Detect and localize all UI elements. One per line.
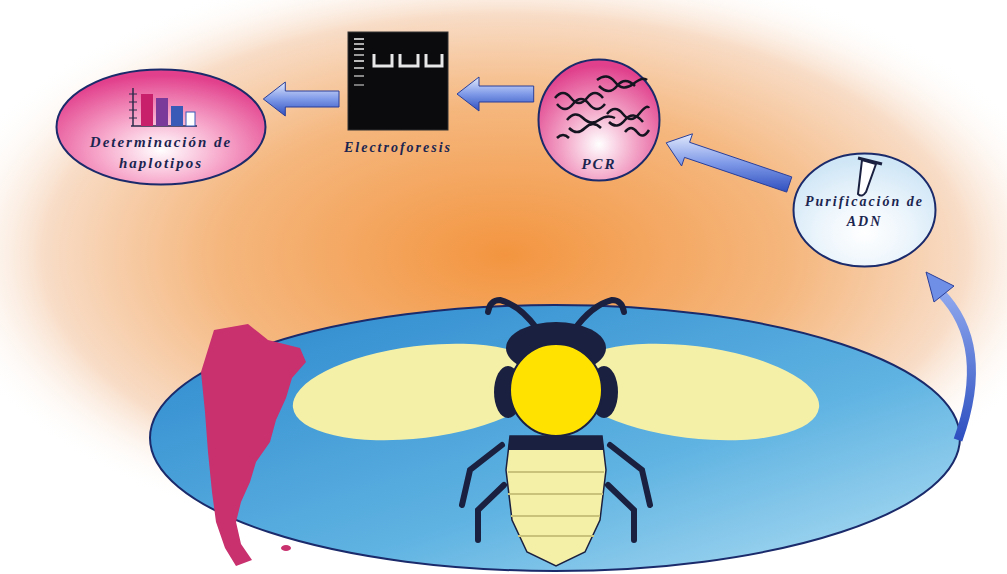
curved-arrow xyxy=(940,292,971,440)
circle-fill xyxy=(57,70,266,185)
circle-fill xyxy=(794,154,936,267)
gel-bands xyxy=(348,32,448,130)
leg xyxy=(478,485,504,540)
abdomen-stripes xyxy=(508,472,604,536)
left-antenna xyxy=(488,300,538,330)
argentina-map xyxy=(201,324,306,566)
block-arrow xyxy=(666,134,792,192)
tube-icon xyxy=(858,158,882,196)
block-arrow xyxy=(263,82,339,116)
gel-image: Electroforesis xyxy=(330,32,466,164)
dna-strands xyxy=(555,76,649,138)
islands xyxy=(281,545,291,551)
bee-thorax xyxy=(510,344,602,436)
node-label: Determinación de haplotipos xyxy=(81,132,241,174)
bee-abdomen xyxy=(506,436,606,566)
pcr-circle: PCR xyxy=(537,58,661,182)
right-antenna xyxy=(574,300,624,330)
node-label: Electroforesis xyxy=(330,138,466,158)
abdomen-band xyxy=(508,436,604,450)
analysis-circle: Determinación de haplotipos xyxy=(55,68,267,186)
block-arrow xyxy=(457,77,534,111)
node-label: PCR xyxy=(554,154,644,175)
curved-arrow-head xyxy=(926,272,954,302)
purification-circle: Purificación de ADN xyxy=(792,152,937,268)
bar-chart-icon xyxy=(129,88,197,126)
circle-outline xyxy=(792,152,937,268)
leg xyxy=(608,485,634,540)
node-label: Purificación de ADN xyxy=(799,192,931,231)
blue-oval xyxy=(150,305,960,571)
circle-fill xyxy=(539,60,660,181)
